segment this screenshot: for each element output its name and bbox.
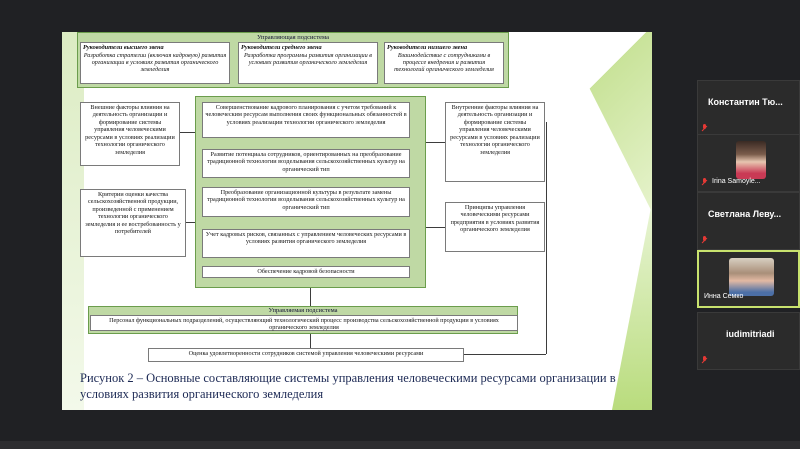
slide-decoration-left bbox=[62, 32, 84, 410]
left-box-external-factors: Внешние факторы влияния на деятельность … bbox=[80, 102, 180, 166]
connector-right-top bbox=[426, 142, 445, 143]
connector-right-return bbox=[464, 354, 546, 355]
center-box-security: Обеспечение кадровой безопасности bbox=[202, 266, 410, 278]
management-subsystem-title: Управляющая подсистема bbox=[257, 34, 329, 41]
participants-panel: Константин Тю... Irina Samoyle... Светла… bbox=[697, 80, 800, 380]
mic-muted-icon bbox=[701, 124, 708, 132]
center-box-risks: Учет кадровых рисков, связанных с управл… bbox=[202, 229, 410, 258]
top-box-middle-body: Разработка программы развития организаци… bbox=[244, 51, 372, 66]
participant-name: Константин Тю... bbox=[708, 97, 783, 107]
top-box-senior-title: Руководители высшего звена bbox=[83, 44, 164, 51]
participant-video bbox=[736, 141, 766, 179]
participant-tile[interactable]: Светлана Леву... bbox=[697, 192, 800, 250]
top-box-lower: Руководители низшего звена Взаимодействи… bbox=[384, 42, 504, 84]
connector-left-top bbox=[180, 132, 195, 133]
right-box-internal-factors: Внутренние факторы влияния на деятельнос… bbox=[445, 102, 545, 182]
participant-name: Светлана Леву... bbox=[708, 209, 782, 219]
top-box-lower-body: Взаимодействие с сотрудниками в процессе… bbox=[394, 51, 494, 74]
managed-personnel-box: Персонал функциональных подразделений, о… bbox=[90, 315, 518, 331]
connector-right-feedback bbox=[546, 122, 547, 354]
participant-tile-active[interactable]: Инна Семко bbox=[697, 250, 800, 308]
figure-caption: Рисунок 2 – Основные составляющие систем… bbox=[80, 371, 616, 402]
bottom-toolbar bbox=[0, 441, 800, 449]
center-box-potential: Развитие потенциала сотрудников, ориенти… bbox=[202, 149, 410, 178]
connector-managed-down bbox=[310, 334, 311, 348]
connector-central-down bbox=[310, 288, 311, 306]
participant-tile[interactable]: Константин Тю... bbox=[697, 80, 800, 138]
participant-tile[interactable]: Irina Samoyle... bbox=[697, 134, 800, 192]
right-box-principles: Принципы управления человеческими ресурс… bbox=[445, 202, 545, 252]
managed-subsystem-title: Управляемая подсистема bbox=[268, 307, 338, 314]
top-box-senior-body: Разработка стратегии (включая кадровую) … bbox=[83, 51, 227, 74]
shared-slide: Управляющая подсистема Руководители высш… bbox=[62, 32, 652, 410]
connector-right-bottom bbox=[426, 227, 445, 228]
top-box-senior: Руководители высшего звена Разработка ст… bbox=[80, 42, 230, 84]
mic-muted-icon bbox=[701, 236, 708, 244]
top-box-middle-title: Руководители среднего звена bbox=[241, 44, 322, 51]
left-box-quality-criteria: Критерии оценки качества сельскохозяйств… bbox=[80, 189, 186, 257]
top-box-middle: Руководители среднего звена Разработка п… bbox=[238, 42, 378, 84]
center-box-planning: Совершенствование кадрового планирования… bbox=[202, 102, 410, 138]
participant-name: Инна Семко bbox=[704, 293, 744, 300]
participant-name: iudimitriadi bbox=[726, 329, 775, 339]
top-box-lower-title: Руководители низшего звена bbox=[387, 44, 468, 51]
connector-left-bottom bbox=[186, 222, 195, 223]
participant-name: Irina Samoyle... bbox=[712, 178, 761, 185]
mic-muted-icon bbox=[701, 356, 708, 364]
center-box-culture: Преобразование организационной культуры … bbox=[202, 187, 410, 217]
mic-muted-icon bbox=[701, 178, 708, 186]
participant-video bbox=[729, 258, 774, 296]
participant-tile[interactable]: iudimitriadi bbox=[697, 312, 800, 370]
evaluation-box: Оценка удовлетворенности сотрудников сис… bbox=[148, 348, 464, 362]
